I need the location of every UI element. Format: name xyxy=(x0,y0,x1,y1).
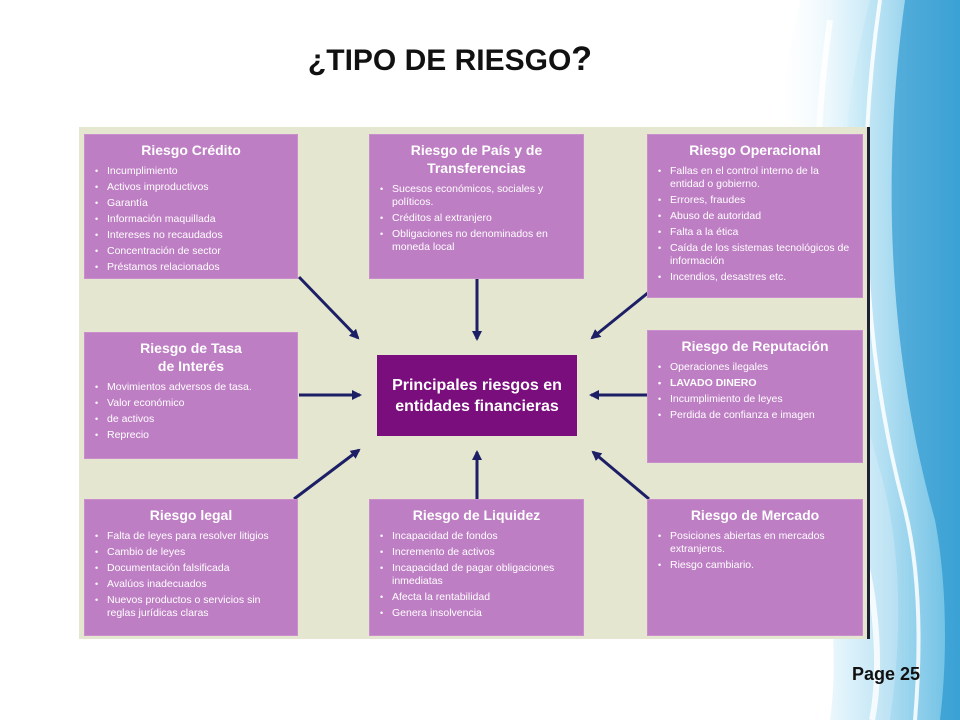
list-item: Intereses no recaudados xyxy=(93,229,289,242)
arrow-legal xyxy=(293,448,361,501)
box-items: Posiciones abiertas en mercados extranje… xyxy=(656,530,854,572)
box-riesgo-operacional: Riesgo Operacional Fallas en el control … xyxy=(647,134,863,298)
risk-diagram: Riesgo Crédito Incumplimiento Activos im… xyxy=(79,127,867,639)
box-items: Movimientos adversos de tasa. Valor econ… xyxy=(93,381,289,442)
diagram-arrows xyxy=(293,275,650,501)
list-item: Afecta la rentabilidad xyxy=(378,591,575,604)
box-items: Incumplimiento Activos improductivos Gar… xyxy=(93,165,289,274)
box-riesgo-mercado: Riesgo de Mercado Posiciones abiertas en… xyxy=(647,499,863,636)
list-item: Operaciones ilegales xyxy=(656,361,854,374)
list-item: Genera insolvencia xyxy=(378,607,575,620)
list-item: Incumplimiento de leyes xyxy=(656,393,854,406)
list-item: de activos xyxy=(93,413,289,426)
arrow-mercado xyxy=(591,450,650,501)
list-item: Perdida de confianza e imagen xyxy=(656,409,854,422)
list-item: Valor económico xyxy=(93,397,289,410)
list-item: Avalúos inadecuados xyxy=(93,578,289,591)
list-item: Sucesos económicos, sociales y políticos… xyxy=(378,183,575,209)
arrow-credito xyxy=(297,275,360,340)
box-riesgo-tasa-interes: Riesgo de Tasa de Interés Movimientos ad… xyxy=(84,332,298,459)
box-items: Sucesos económicos, sociales y políticos… xyxy=(378,183,575,254)
list-item: Incumplimiento xyxy=(93,165,289,178)
title-inverted-question-mark: ¿ xyxy=(307,44,327,77)
list-item: Créditos al extranjero xyxy=(378,212,575,225)
title-question-mark: ? xyxy=(571,40,593,78)
box-riesgo-credito: Riesgo Crédito Incumplimiento Activos im… xyxy=(84,134,298,279)
box-riesgo-liquidez: Riesgo de Liquidez Incapacidad de fondos… xyxy=(369,499,584,636)
list-item: Incendios, desastres etc. xyxy=(656,271,854,284)
box-title: Riesgo de País y de Transferencias xyxy=(410,142,543,176)
list-item: LAVADO DINERO xyxy=(656,377,854,390)
center-node: Principales riesgos en entidades financi… xyxy=(377,355,577,436)
box-title: Riesgo Crédito xyxy=(141,142,241,158)
box-title: Riesgo legal xyxy=(149,507,233,523)
page-number: Page 25 xyxy=(852,664,921,684)
list-item: Fallas en el control interno de la entid… xyxy=(656,165,854,191)
arrow-operacional xyxy=(590,290,650,340)
list-item: Posiciones abiertas en mercados extranje… xyxy=(656,530,854,556)
box-title: Riesgo de Reputación xyxy=(681,338,829,354)
box-riesgo-reputacion: Riesgo de Reputación Operaciones ilegale… xyxy=(647,330,863,463)
list-item: Información maquillada xyxy=(93,213,289,226)
list-item: Incremento de activos xyxy=(378,546,575,559)
box-riesgo-legal: Riesgo legal Falta de leyes para resolve… xyxy=(84,499,298,636)
box-title: Riesgo de Liquidez xyxy=(412,507,541,523)
list-item: Errores, fraudes xyxy=(656,194,854,207)
list-item: Falta a la ética xyxy=(656,226,854,239)
box-items: Incapacidad de fondos Incremento de acti… xyxy=(378,530,575,620)
list-item: Documentación falsificada xyxy=(93,562,289,575)
list-item: Cambio de leyes xyxy=(93,546,289,559)
list-item: Reprecio xyxy=(93,429,289,442)
box-title: Riesgo de Tasa de Interés xyxy=(140,340,242,374)
box-title: Riesgo Operacional xyxy=(689,142,821,158)
list-item: Caída de los sistemas tecnológicos de in… xyxy=(656,242,854,268)
list-item: Concentración de sector xyxy=(93,245,289,258)
list-item: Nuevos productos o servicios sin reglas … xyxy=(93,594,289,620)
list-item: Incapacidad de fondos xyxy=(378,530,575,543)
list-item: Movimientos adversos de tasa. xyxy=(93,381,289,394)
list-item: Falta de leyes para resolver litigios xyxy=(93,530,289,543)
list-item: Garantía xyxy=(93,197,289,210)
list-item: Abuso de autoridad xyxy=(656,210,854,223)
title-text: TIPO DE RIESGO xyxy=(326,44,572,77)
box-items: Fallas en el control interno de la entid… xyxy=(656,165,854,284)
list-item: Activos improductivos xyxy=(93,181,289,194)
box-riesgo-pais: Riesgo de País y de Transferencias Suces… xyxy=(369,134,584,279)
list-item: Riesgo cambiario. xyxy=(656,559,854,572)
box-items: Falta de leyes para resolver litigios Ca… xyxy=(93,530,289,620)
slide-title: ¿TIPO DE RIESGO? xyxy=(240,40,660,79)
box-title: Riesgo de Mercado xyxy=(690,507,820,523)
list-item: Préstamos relacionados xyxy=(93,261,289,274)
list-item: Incapacidad de pagar obligaciones inmedi… xyxy=(378,562,575,588)
box-items: Operaciones ilegales LAVADO DINERO Incum… xyxy=(656,361,854,422)
list-item: Obligaciones no denominados en moneda lo… xyxy=(378,228,575,254)
